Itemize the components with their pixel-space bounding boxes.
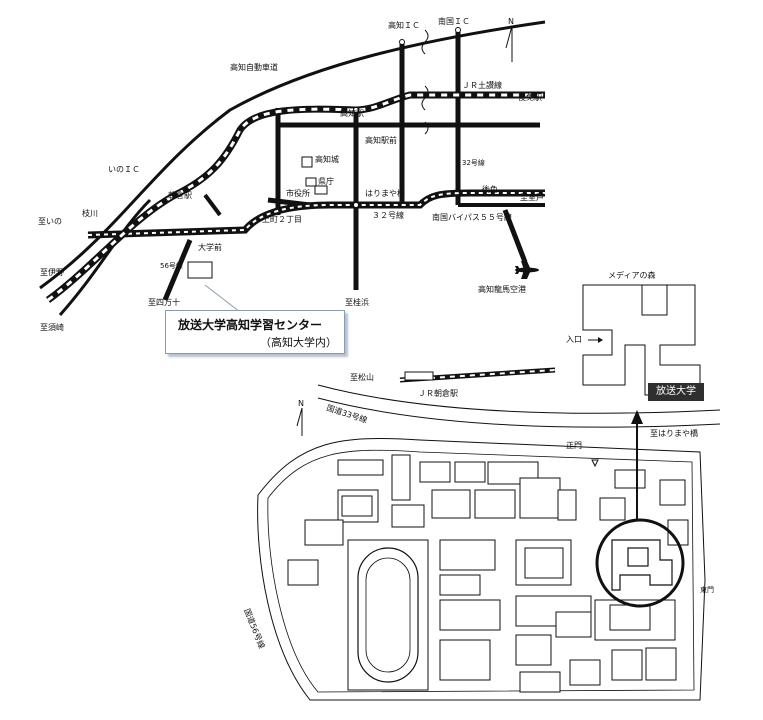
svg-text:56号線: 56号線 [160, 261, 183, 270]
svg-text:上町２丁目: 上町２丁目 [262, 215, 302, 224]
kochi-castle-icon [301, 156, 313, 168]
target-highlight-circle [595, 518, 685, 608]
city-roads [267, 30, 540, 290]
svg-text:後免: 後免 [482, 184, 498, 194]
svg-text:高知ＩＣ: 高知ＩＣ [388, 20, 420, 30]
athletics-track [347, 539, 429, 691]
svg-text:枝川: 枝川 [82, 208, 98, 218]
svg-text:高知城: 高知城 [315, 154, 339, 164]
callout-title: 放送大学高知学習センター [178, 318, 323, 332]
svg-text:はりまや橋: はりまや橋 [365, 188, 405, 198]
svg-text:至須崎: 至須崎 [40, 322, 64, 332]
to-matsuyama-label: 至松山 [350, 372, 374, 382]
media-forest-building [582, 284, 701, 396]
north-label-top: N [508, 17, 514, 26]
svg-text:南国ＩＣ: 南国ＩＣ [438, 16, 470, 26]
target-building [611, 539, 673, 591]
campus-buildings [287, 454, 689, 693]
svg-text:高知駅: 高知駅 [340, 108, 364, 118]
svg-text:県庁: 県庁 [318, 176, 334, 186]
expressway-road [39, 20, 546, 290]
top-map-labels: 高知ＩＣ 南国ＩＣ 高知自動車道 ＪＲ土讃線 後免駅 高知駅 高知駅前 高知城 … [38, 16, 544, 332]
route33-label: 国道33号線 [325, 402, 368, 425]
svg-text:至室戸: 至室戸 [520, 192, 544, 202]
svg-text:至四万十: 至四万十 [148, 297, 180, 307]
north-arrow-icon [505, 25, 513, 62]
airport-road [502, 209, 528, 263]
route56-road [162, 239, 193, 301]
media-forest-label: メディアの森 [608, 270, 655, 280]
route56-campus-label: 国道56号線 [242, 607, 267, 650]
east-gate-label: 東門 [700, 585, 714, 594]
expressway-spur [58, 198, 152, 316]
svg-text:後免駅: 後免駅 [518, 92, 542, 102]
prefecture-office-icon [305, 177, 317, 187]
svg-text:３２号線: ３２号線 [372, 210, 404, 220]
jr-asakura-label: ＪＲ朝倉駅 [418, 388, 458, 398]
svg-text:市役所: 市役所 [286, 188, 310, 198]
to-harimaya-label: 至はりまや橋 [650, 428, 698, 438]
main-gate-label: 正門 [566, 441, 582, 450]
entrance-label: 入口 [566, 335, 582, 344]
svg-text:大学前: 大学前 [198, 242, 222, 252]
svg-text:高知駅前: 高知駅前 [365, 135, 397, 145]
svg-text:ＪＲ土讃線: ＪＲ土讃線 [462, 80, 502, 90]
svg-text:南国バイパス５５号線: 南国バイパス５５号線 [432, 212, 512, 222]
svg-text:高知龍馬空港: 高知龍馬空港 [478, 284, 526, 294]
svg-text:至伊野: 至伊野 [40, 267, 64, 277]
svg-text:いのＩＣ: いのＩＣ [108, 165, 140, 174]
route33-road [317, 384, 721, 414]
svg-text:高知自動車道: 高知自動車道 [230, 62, 278, 72]
campus-building-icon [187, 261, 213, 279]
airplane-icon [515, 261, 539, 279]
svg-text:至桂浜: 至桂浜 [345, 297, 369, 307]
svg-text:32号線: 32号線 [462, 158, 485, 167]
learning-center-callout: 放送大学高知学習センター （高知大学内） [165, 310, 345, 354]
north-label-campus: N [298, 399, 304, 408]
callout-subtitle: （高知大学内） [260, 336, 337, 349]
hosou-daigaku-label: 放送大学 [648, 383, 704, 401]
svg-text:朝倉駅: 朝倉駅 [168, 190, 192, 200]
city-office-icon [314, 185, 328, 195]
north-arrow-campus-icon [296, 407, 303, 436]
svg-text:至いの: 至いの [38, 217, 62, 226]
